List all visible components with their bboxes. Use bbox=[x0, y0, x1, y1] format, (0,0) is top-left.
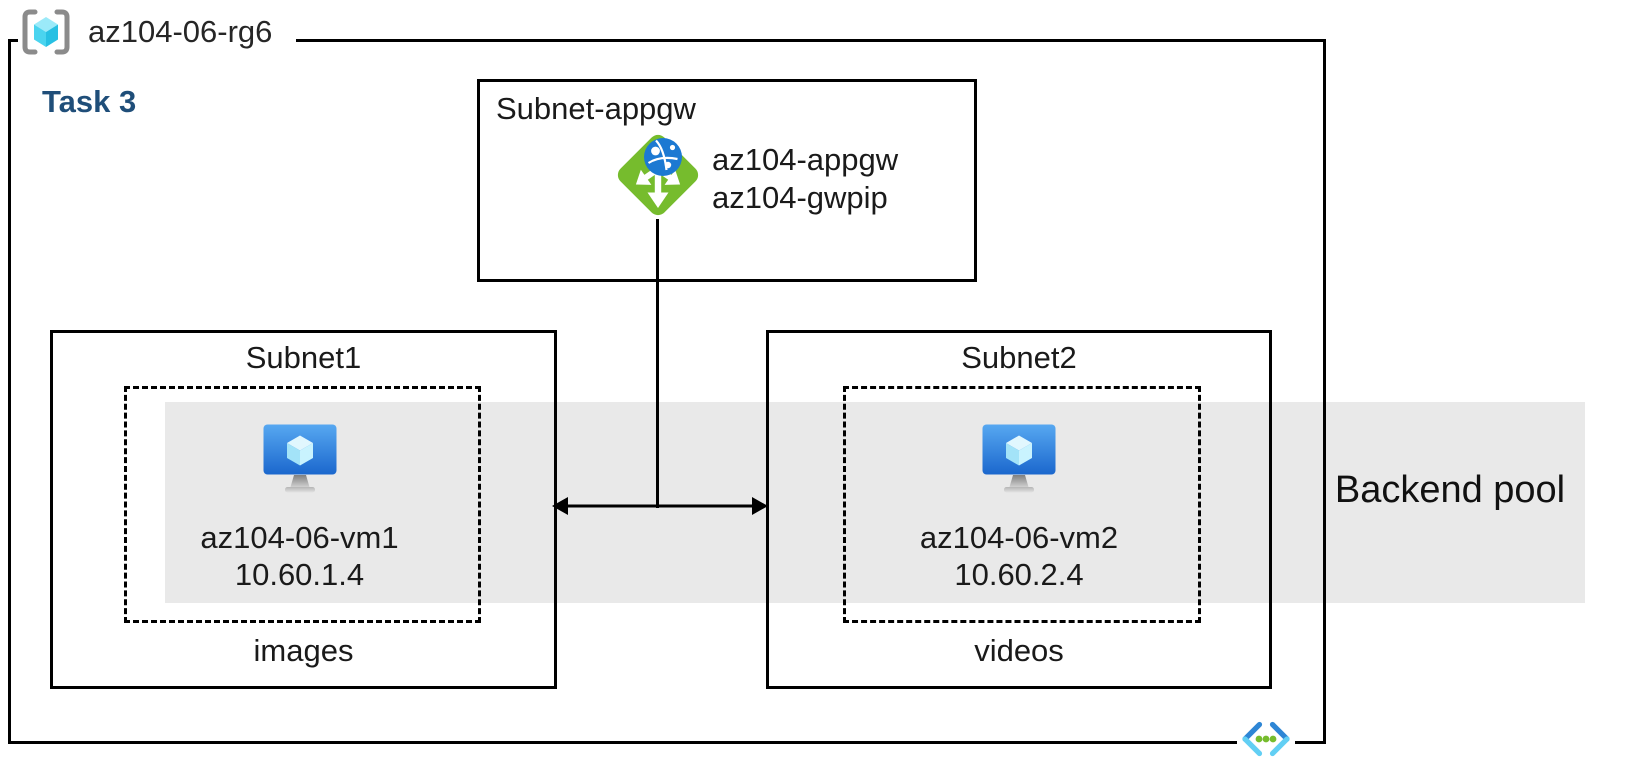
rg-cube-right-face bbox=[46, 24, 58, 47]
vm-stand bbox=[1009, 475, 1029, 487]
vm2-name: az104-06-vm2 bbox=[919, 520, 1119, 555]
application-gateway-name: az104-appgw bbox=[712, 142, 899, 177]
vm-stand bbox=[290, 475, 310, 487]
resource-group-boundary bbox=[8, 39, 1326, 744]
vnet-chevron-left-top bbox=[1242, 721, 1263, 742]
appgw-globe-node2 bbox=[664, 161, 672, 169]
subnet2-caption: videos bbox=[974, 633, 1064, 668]
vnet-chevron-left-bottom bbox=[1242, 736, 1263, 757]
vm1-name: az104-06-vm1 bbox=[200, 520, 399, 555]
vm2-labels: az104-06-vm2 10.60.2.4 bbox=[843, 519, 1195, 593]
application-gateway-icon bbox=[617, 134, 699, 216]
resource-group-name: az104-06-rg6 bbox=[88, 14, 273, 49]
gateway-public-ip-name: az104-gwpip bbox=[712, 180, 888, 215]
virtual-network-icon bbox=[1237, 719, 1295, 759]
vm1-dashed-container bbox=[124, 386, 481, 623]
subnet1-title: Subnet1 bbox=[245, 340, 362, 375]
appgw-globe-node1 bbox=[651, 146, 660, 156]
arrowhead-left-icon bbox=[552, 497, 568, 515]
vnet-chevron-right-top bbox=[1269, 721, 1290, 742]
subnet1-caption: images bbox=[253, 633, 354, 668]
appgw-subnet-box: Subnet-appgw bbox=[477, 79, 977, 282]
vnet-dot-3 bbox=[1269, 735, 1277, 743]
vm1-ip: 10.60.1.4 bbox=[234, 557, 365, 592]
rg-cube-left-face bbox=[34, 24, 46, 47]
appgw-subnet-title: Subnet-appgw bbox=[496, 91, 696, 126]
vnet-dot-1 bbox=[1255, 735, 1263, 743]
vm-cube-right bbox=[300, 443, 313, 466]
vm2-dashed-container bbox=[843, 386, 1201, 623]
vm1-labels: az104-06-vm1 10.60.1.4 bbox=[124, 519, 475, 593]
vnet-dot-2 bbox=[1262, 735, 1270, 743]
vm-base bbox=[285, 487, 315, 493]
backend-double-arrow bbox=[552, 497, 768, 515]
rg-bracket-right bbox=[54, 9, 70, 55]
subnet2-box: Subnet2 az104-06-vm2 10.60.2.4 videos bbox=[766, 330, 1272, 689]
arrowhead-right-icon bbox=[752, 497, 768, 515]
vm-cube-right bbox=[1019, 443, 1032, 466]
arrow-shaft bbox=[565, 504, 755, 508]
resource-group-icon bbox=[22, 9, 70, 55]
vm-base bbox=[1004, 487, 1034, 493]
vnet-chevron-right-bottom bbox=[1269, 736, 1290, 757]
virtual-machine-icon-vm2 bbox=[982, 424, 1056, 493]
rg-bracket-left bbox=[22, 9, 38, 55]
application-gateway-labels: az104-appgw az104-gwpip bbox=[712, 141, 898, 217]
backend-pool-label: Backend pool bbox=[1334, 469, 1566, 511]
appgw-globe-arc1 bbox=[647, 156, 678, 164]
vm2-ip: 10.60.2.4 bbox=[954, 557, 1084, 592]
vm-cube-left bbox=[1006, 443, 1019, 466]
backend-pool-band bbox=[165, 402, 1585, 603]
virtual-machine-icon-vm1 bbox=[263, 424, 337, 493]
subnet1-box: Subnet1 az104-06-vm1 10.60.1.4 images bbox=[50, 330, 557, 689]
appgw-globe-node3 bbox=[669, 144, 676, 151]
vm-cube-left bbox=[287, 443, 300, 466]
gateway-connector-line bbox=[656, 219, 659, 508]
subnet2-title: Subnet2 bbox=[961, 340, 1077, 375]
task-label: Task 3 bbox=[42, 84, 137, 119]
